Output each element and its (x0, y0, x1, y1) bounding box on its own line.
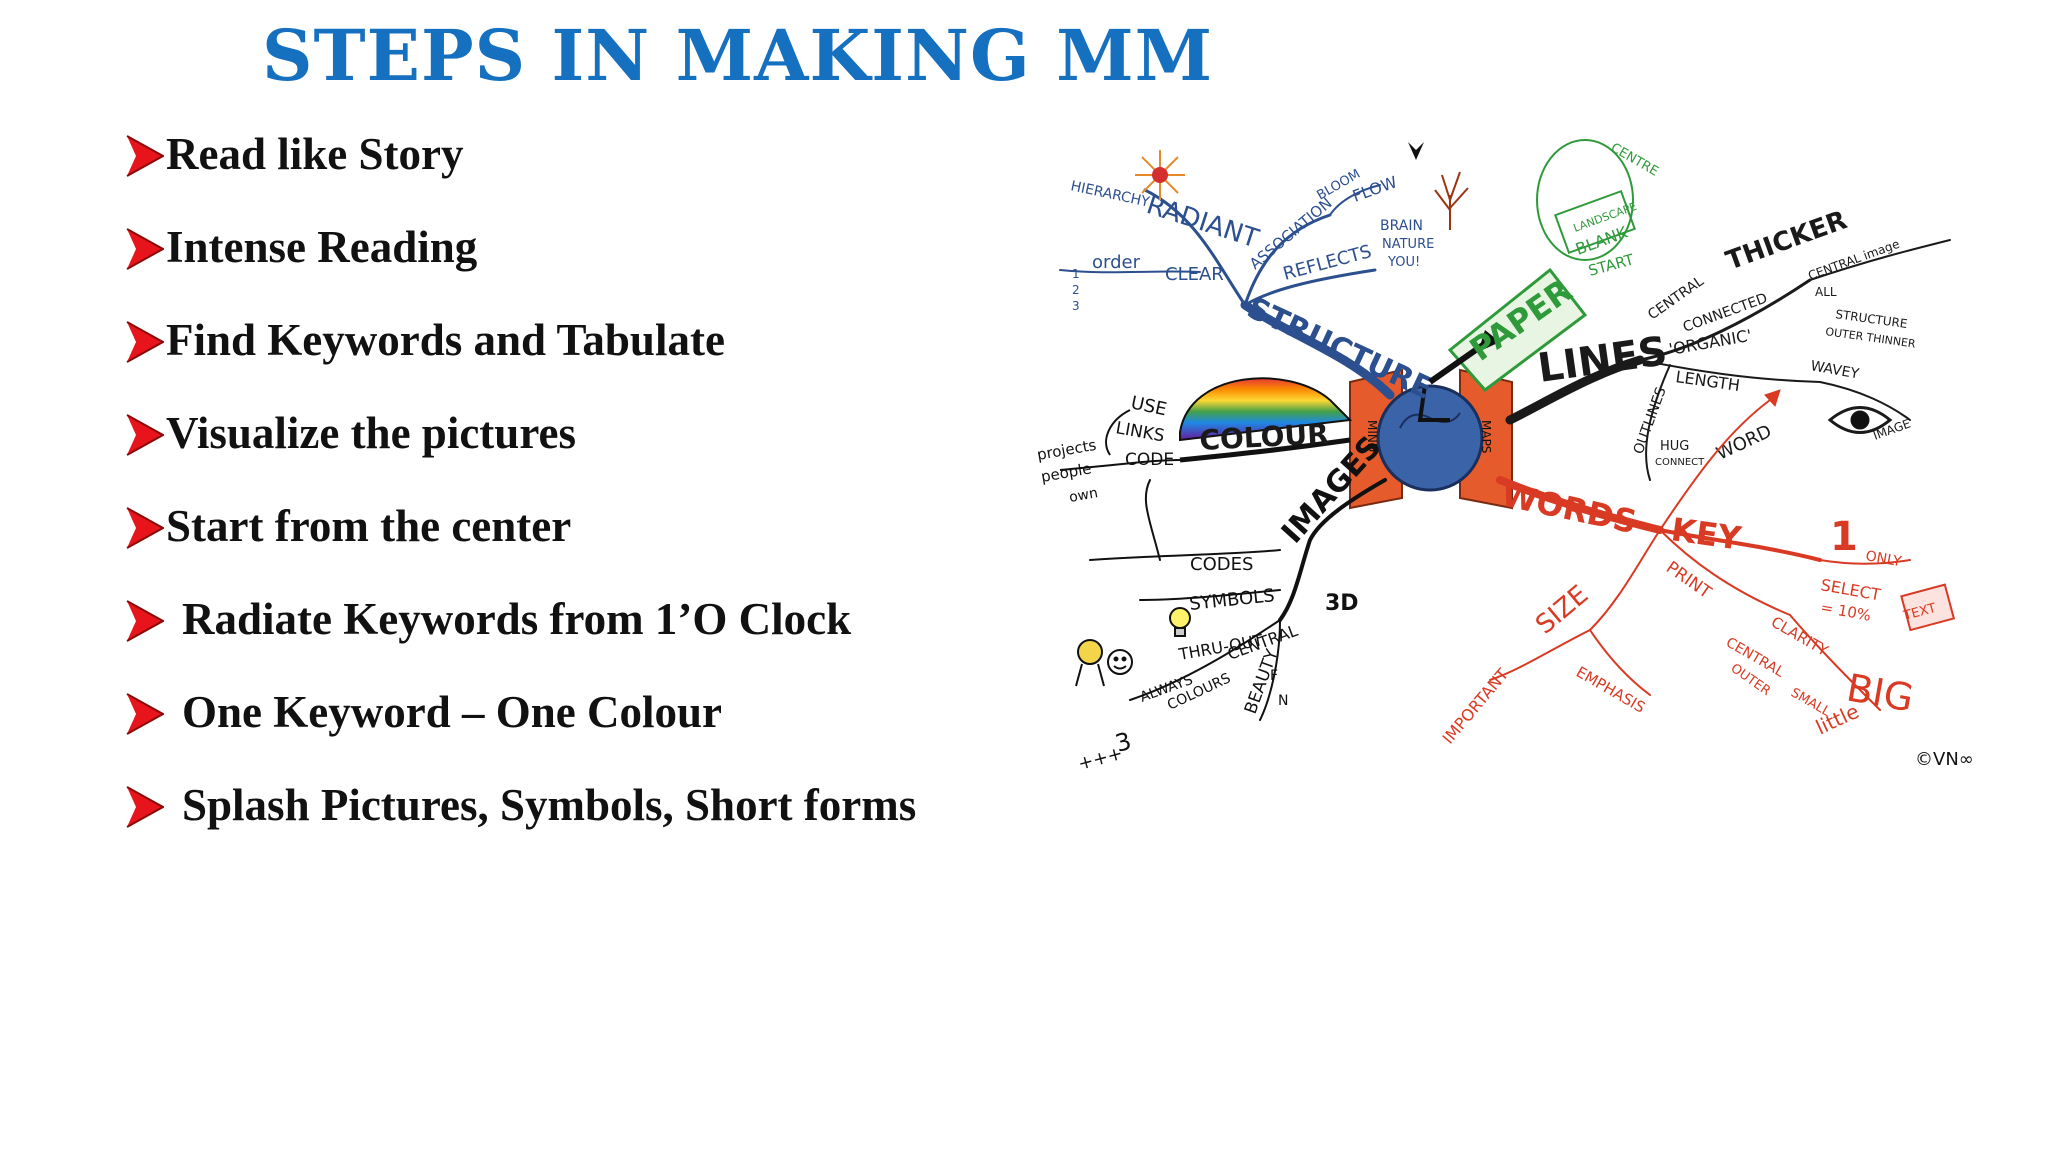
nature-word: NATURE (1382, 237, 1434, 252)
step-item: One Keyword – One Colour (126, 686, 916, 779)
ten-percent-word: = 10% (1819, 598, 1872, 625)
step-text: Read like Story (166, 129, 464, 179)
length-word: LENGTH (1674, 367, 1741, 395)
arrow-bullet-icon (126, 135, 164, 177)
slide-title: STEPS IN MAKING MM (262, 14, 1214, 97)
maps-label: MAPS (1479, 420, 1493, 453)
step-text: Radiate Keywords from 1’O Clock (182, 594, 852, 644)
codes-word: CODES (1190, 554, 1253, 575)
clear-word: CLEAR (1165, 264, 1224, 285)
important-word: IMPORTANT (1439, 665, 1513, 748)
all-word: ALL (1815, 285, 1837, 299)
step-item: Find Keywords and Tabulate (126, 314, 916, 407)
step-item: Read like Story (126, 128, 916, 221)
plus-word: +++ (1076, 743, 1125, 775)
colour-label: COLOUR (1199, 417, 1330, 457)
branch-words (1489, 389, 1956, 711)
smiley-icon (1107, 649, 1133, 675)
key-word: KEY (1669, 510, 1744, 557)
arrow-bullet-icon (126, 321, 164, 363)
step-text: Splash Pictures, Symbols, Short forms (182, 780, 917, 830)
one-word: 1 (1830, 514, 1858, 560)
step-item: Start from the center (126, 500, 916, 593)
step-text: Intense Reading (166, 222, 478, 272)
use-word: USE (1129, 392, 1169, 420)
own-word: own (1068, 485, 1099, 506)
step-item: Visualize the pictures (126, 407, 916, 500)
hierarchy-word: HIERARCHY (1069, 178, 1151, 210)
organic-word: 'ORGANIC' (1667, 326, 1753, 359)
arrow-bullet-icon (126, 693, 164, 735)
words-label: WORDS (1498, 476, 1640, 542)
only-word: ONLY (1864, 548, 1903, 570)
step-text: One Keyword – One Colour (182, 687, 722, 737)
central-image: MIND MAPS (1349, 368, 1513, 510)
you-word: YOU! (1387, 255, 1420, 270)
three-word: 3 (1112, 727, 1134, 758)
order-word: order (1092, 252, 1141, 273)
n-word: N (1278, 693, 1288, 709)
branch-images (1089, 478, 1387, 721)
signature-mark: ©VN∞ (1915, 749, 1974, 770)
3d-word: 3D (1325, 591, 1359, 616)
print-word: PRINT (1662, 558, 1715, 604)
code-word: CODE (1125, 450, 1174, 470)
mind-map-illustration: MIND MAPS STRUCTURE RADIANT HIERARCHY or… (1036, 139, 1974, 775)
mind-label: MIND (1365, 420, 1379, 452)
firework-icon (1135, 150, 1185, 200)
tree-icon (1434, 171, 1469, 230)
step-item: Radiate Keywords from 1’O Clock (126, 593, 916, 686)
step-text: Visualize the pictures (166, 408, 576, 458)
hug-word: HUG (1660, 439, 1689, 454)
brain-word: BRAIN (1380, 218, 1423, 234)
centre-word: CENTRE (1608, 140, 1661, 179)
word-word: WORD (1713, 421, 1775, 465)
bird-icon (1408, 142, 1424, 160)
arrow-bullet-icon (126, 786, 164, 828)
num-1: 1 (1072, 267, 1080, 281)
symbols-word: SYMBOLS (1188, 585, 1275, 615)
wavey-word: WAVEY (1809, 358, 1860, 382)
lightbulb-icon (1169, 607, 1191, 637)
steps-list: Read like Story Intense Reading Find Key… (126, 128, 916, 872)
step-item: Intense Reading (126, 221, 916, 314)
branch-lines (1505, 239, 1951, 481)
people-word: people (1040, 459, 1093, 486)
arrow-bullet-icon (126, 414, 164, 456)
arrow-bullet-icon (126, 600, 164, 642)
links-word: LINKS (1114, 418, 1166, 446)
start-word: START (1586, 250, 1636, 280)
arrow-bullet-icon (126, 228, 164, 270)
f-word: F (1270, 668, 1278, 684)
step-item: Splash Pictures, Symbols, Short forms (126, 779, 916, 872)
emphasis-word: EMPHASIS (1573, 663, 1648, 717)
arrow-bullet-icon (126, 507, 164, 549)
step-text: Find Keywords and Tabulate (166, 315, 725, 365)
size-word: SIZE (1530, 580, 1594, 641)
branch-paper (1428, 139, 1637, 393)
connect-word: CONNECT (1655, 457, 1705, 468)
num-3: 3 (1072, 299, 1080, 313)
clarity-word: CLARITY (1768, 613, 1832, 660)
step-text: Start from the center (166, 501, 572, 551)
rosette-icon (1075, 639, 1105, 687)
num-2: 2 (1072, 283, 1080, 297)
branch-colour (1059, 377, 1353, 471)
branch-structure (1059, 184, 1395, 400)
